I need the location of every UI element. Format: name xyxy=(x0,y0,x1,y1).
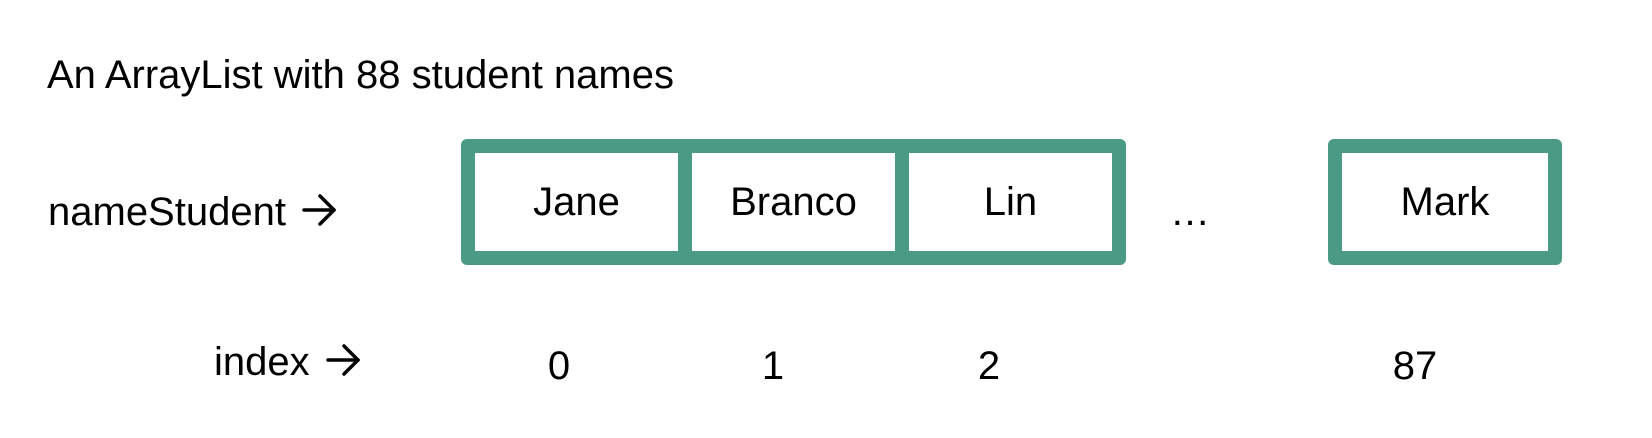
arrow-right-icon xyxy=(325,344,360,377)
index-value-2: 2 xyxy=(977,344,1001,388)
variable-name-text: nameStudent xyxy=(48,190,286,234)
index-value-last: 87 xyxy=(1392,344,1438,388)
index-value-1: 1 xyxy=(761,344,785,388)
array-cell-0: Jane xyxy=(533,180,620,224)
ellipsis: … xyxy=(1170,190,1210,234)
array-cell-1: Branco xyxy=(678,153,895,251)
array-cell-2: Lin xyxy=(895,153,1112,251)
index-label: index xyxy=(214,334,364,390)
arrow-right-icon xyxy=(302,194,336,227)
array-cell-last: Mark xyxy=(1400,180,1490,224)
index-value-0: 0 xyxy=(547,344,571,388)
index-label-text: index xyxy=(214,340,310,384)
array-cells-group: Jane Branco Lin xyxy=(461,139,1126,265)
diagram-title: An ArrayList with 88 student names xyxy=(47,53,674,97)
variable-label: nameStudent xyxy=(48,184,340,240)
array-last-cell-group: Mark xyxy=(1328,139,1562,265)
